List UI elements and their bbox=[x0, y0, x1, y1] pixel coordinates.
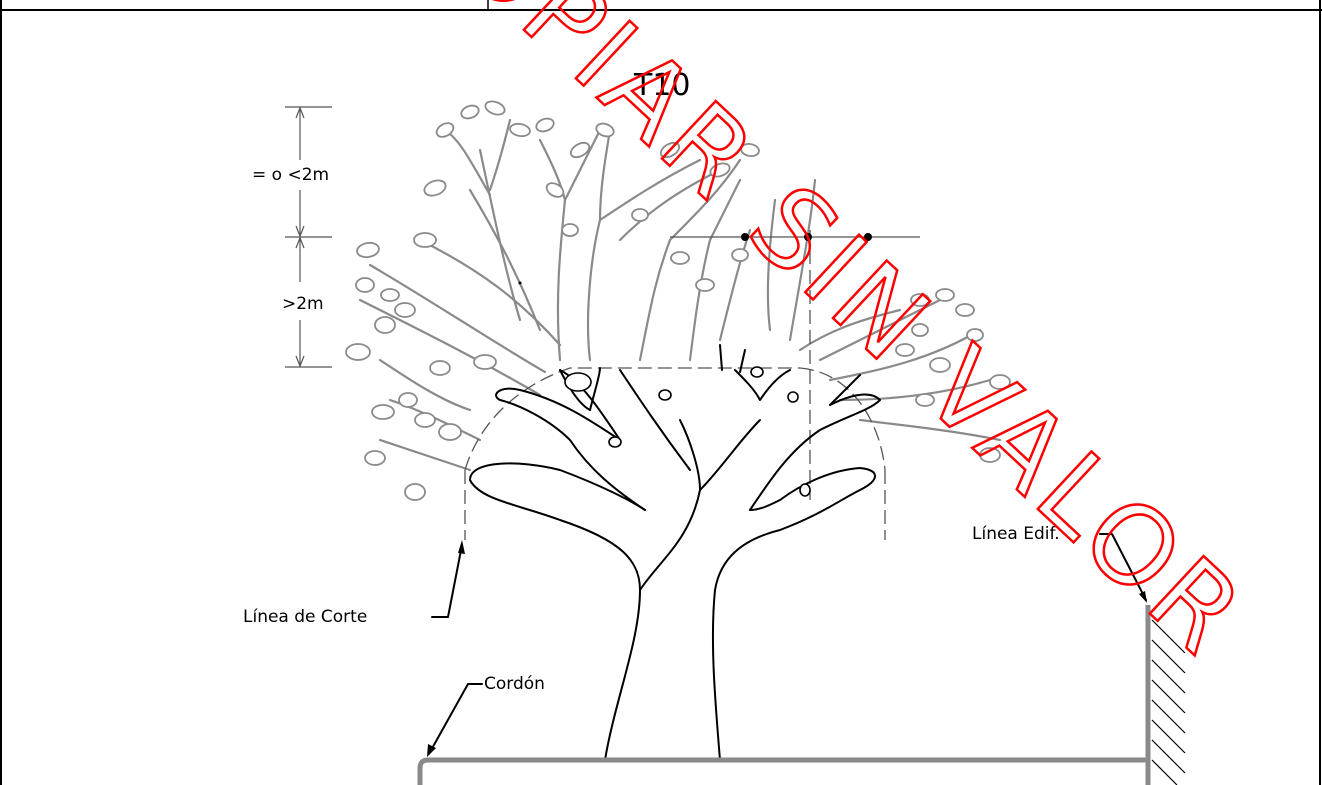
building-line-label: Línea Edif. bbox=[972, 524, 1060, 544]
curb-label: Cordón bbox=[484, 674, 545, 694]
lower-dimension-label: >2m bbox=[282, 294, 324, 314]
cut-line-label: Línea de Corte bbox=[243, 607, 367, 627]
height-dimension-lines bbox=[285, 106, 332, 368]
curb-line bbox=[417, 757, 1148, 785]
diagram-title: T10 bbox=[633, 68, 691, 103]
tree-trunk bbox=[469, 344, 881, 761]
copy-watermark: COPIAR SIN VALOR bbox=[372, 0, 1269, 681]
building-wall bbox=[1145, 605, 1186, 785]
grey-leaves bbox=[345, 100, 1011, 501]
upper-dimension-label: = o <2m bbox=[252, 165, 329, 185]
black-leaves bbox=[518, 281, 811, 497]
label-leaders bbox=[427, 533, 1147, 757]
tree-crown-grey bbox=[358, 118, 1002, 472]
